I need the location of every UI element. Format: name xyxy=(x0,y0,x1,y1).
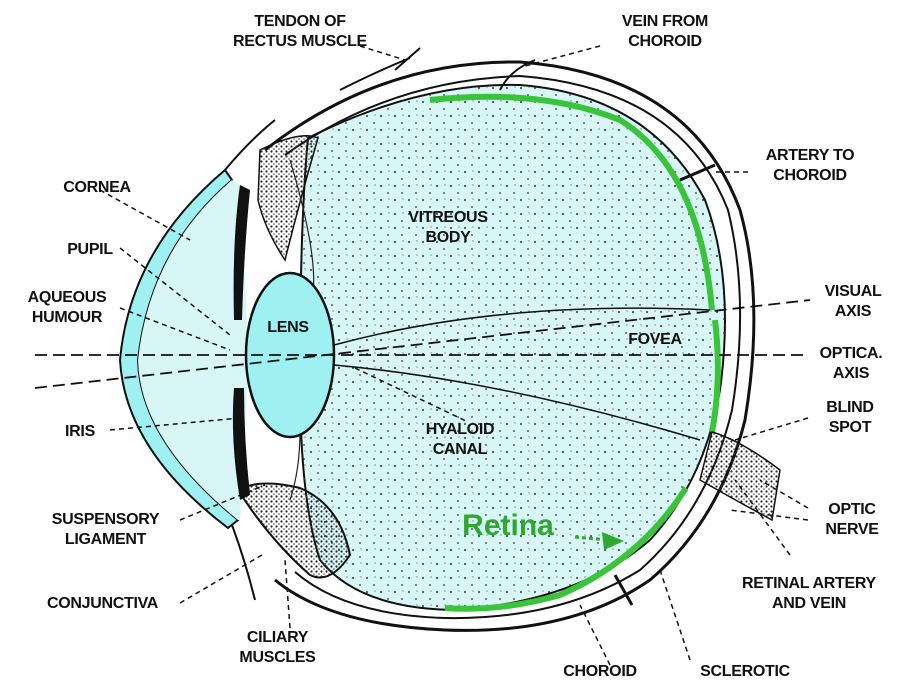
label-choroid: CHOROID xyxy=(545,662,655,682)
label-tendon-line1: TENDON OF xyxy=(200,12,400,32)
label-visual-line2: AXIS xyxy=(808,302,898,322)
label-suspensory-line1: SUSPENSORY xyxy=(28,510,183,530)
label-optic-nerve: OPTIC NERVE xyxy=(812,500,892,540)
label-retinal-line1: RETINAL ARTERY xyxy=(724,574,894,594)
label-vitreous-body: VITREOUS BODY xyxy=(388,208,508,248)
label-conjunctiva-text: CONJUNCTIVA xyxy=(20,594,185,614)
label-ciliary-muscles: CILIARY MUSCLES xyxy=(225,628,330,668)
label-tendon-line2: RECTUS MUSCLE xyxy=(200,32,400,52)
label-ciliary-line2: MUSCLES xyxy=(225,648,330,668)
label-cornea: CORNEA xyxy=(42,178,152,198)
label-visual-axis: VISUAL AXIS xyxy=(808,282,898,322)
label-optica-axis: OPTICA. AXIS xyxy=(806,344,896,384)
label-retinal-line2: AND VEIN xyxy=(724,594,894,614)
label-lens: LENS xyxy=(248,318,328,338)
label-pupil-text: PUPIL xyxy=(50,240,130,260)
label-vitreous-line1: VITREOUS xyxy=(388,208,508,228)
label-vitreous-line2: BODY xyxy=(388,228,508,248)
label-lens-text: LENS xyxy=(248,318,328,338)
label-iris: IRIS xyxy=(50,422,110,442)
label-hyaloid-line1: HYALOID xyxy=(405,420,515,440)
label-suspensory-ligament: SUSPENSORY LIGAMENT xyxy=(28,510,183,550)
label-suspensory-line2: LIGAMENT xyxy=(28,530,183,550)
label-retina: Retina xyxy=(438,516,578,536)
label-cornea-text: CORNEA xyxy=(42,178,152,198)
label-blind-line1: BLIND xyxy=(810,398,890,418)
label-hyaloid-line2: CANAL xyxy=(405,440,515,460)
label-iris-text: IRIS xyxy=(50,422,110,442)
label-sclerotic-text: SCLEROTIC xyxy=(680,662,810,682)
label-optica-line1: OPTICA. xyxy=(806,344,896,364)
label-aqueous-humour: AQUEOUS HUMOUR xyxy=(12,288,122,328)
label-optica-line2: AXIS xyxy=(806,364,896,384)
label-choroid-text: CHOROID xyxy=(545,662,655,682)
label-tendon-of-rectus-muscle: TENDON OF RECTUS MUSCLE xyxy=(200,12,400,52)
label-retina-text: Retina xyxy=(438,516,578,536)
label-vein-line2: CHOROID xyxy=(590,32,740,52)
label-visual-line1: VISUAL xyxy=(808,282,898,302)
label-artery-line2: CHOROID xyxy=(740,166,880,186)
label-aqueous-line1: AQUEOUS xyxy=(12,288,122,308)
label-aqueous-line2: HUMOUR xyxy=(12,308,122,328)
label-retinal-artery-and-vein: RETINAL ARTERY AND VEIN xyxy=(724,574,894,614)
label-fovea-text: FOVEA xyxy=(610,330,700,350)
label-hyaloid-canal: HYALOID CANAL xyxy=(405,420,515,460)
label-vein-from-choroid: VEIN FROM CHOROID xyxy=(590,12,740,52)
label-pupil: PUPIL xyxy=(50,240,130,260)
label-vein-line1: VEIN FROM xyxy=(590,12,740,32)
label-blind-line2: SPOT xyxy=(810,418,890,438)
label-fovea: FOVEA xyxy=(610,330,700,350)
label-conjunctiva: CONJUNCTIVA xyxy=(20,594,185,614)
label-optic-line2: NERVE xyxy=(812,520,892,540)
label-ciliary-line1: CILIARY xyxy=(225,628,330,648)
aqueous-humour xyxy=(138,180,248,520)
label-optic-line1: OPTIC xyxy=(812,500,892,520)
label-blind-spot: BLIND SPOT xyxy=(810,398,890,438)
label-artery-to-choroid: ARTERY TO CHOROID xyxy=(740,146,880,186)
label-artery-line1: ARTERY TO xyxy=(740,146,880,166)
label-sclerotic: SCLEROTIC xyxy=(680,662,810,682)
